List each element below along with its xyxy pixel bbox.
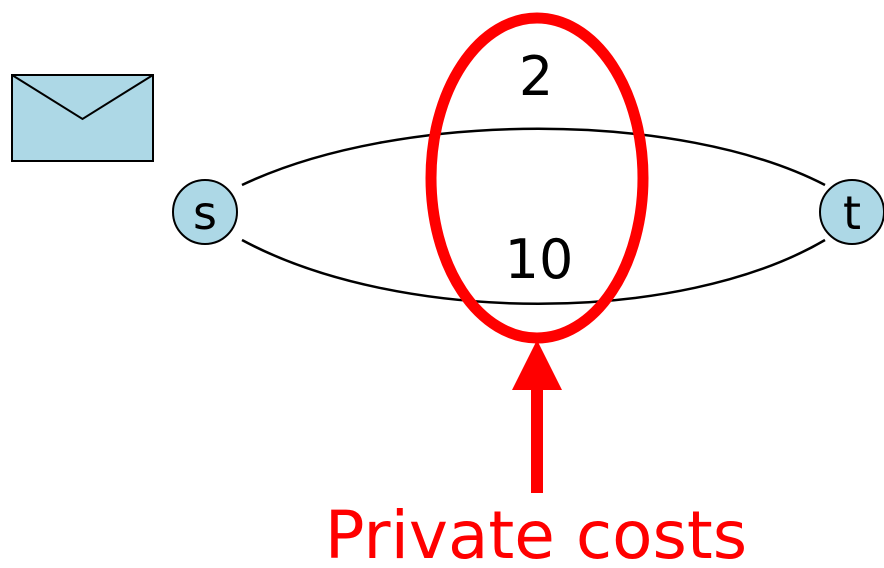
edge-lower bbox=[241, 238, 826, 305]
node-source: s bbox=[172, 179, 238, 245]
node-source-label: s bbox=[193, 186, 217, 240]
private-costs-caption: Private costs bbox=[325, 497, 747, 568]
envelope-icon bbox=[11, 74, 154, 162]
node-target-label: t bbox=[843, 186, 861, 240]
edge-lower-cost: 10 bbox=[505, 228, 574, 291]
edge-upper bbox=[241, 127, 826, 187]
highlight-ellipse bbox=[425, 12, 649, 344]
edge-upper-cost: 2 bbox=[519, 45, 553, 108]
node-target: t bbox=[819, 179, 884, 245]
arrow-icon bbox=[512, 340, 562, 493]
